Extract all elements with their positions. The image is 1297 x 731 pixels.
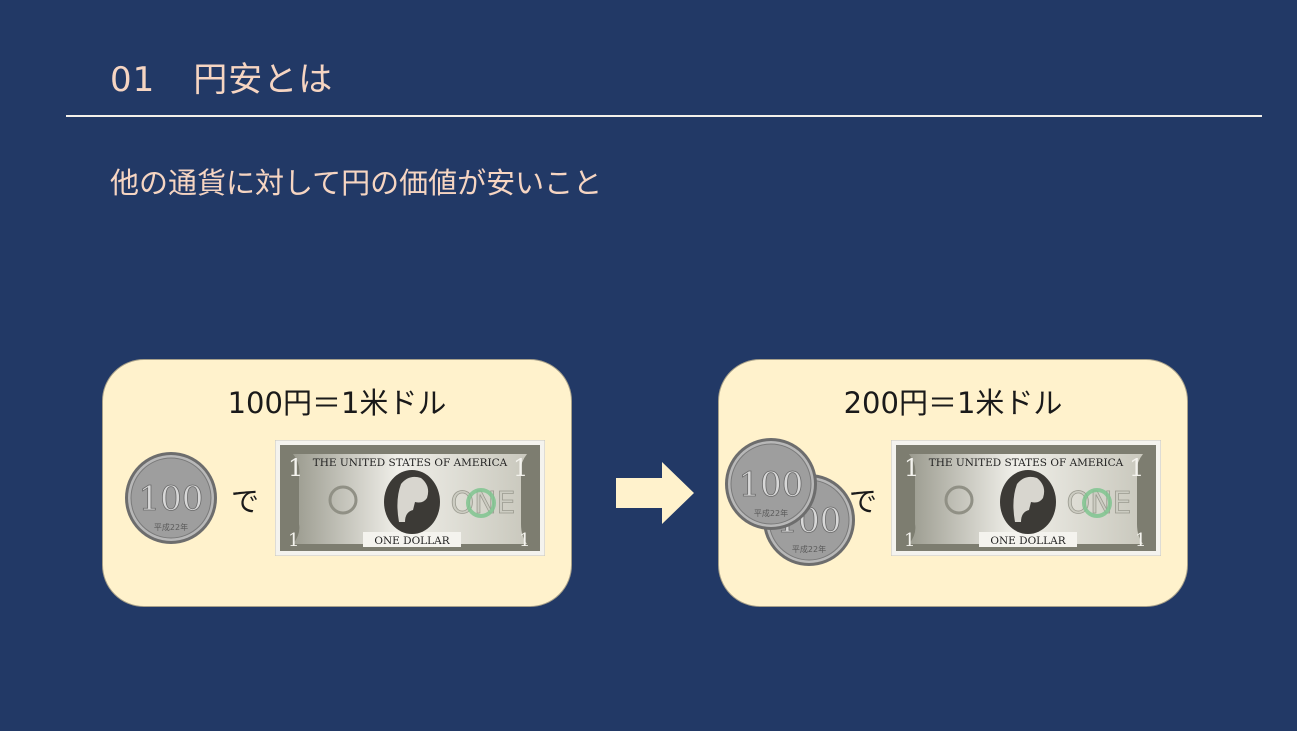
- connector-de-right: で: [849, 485, 878, 518]
- slide-title-text: 円安とは: [193, 60, 334, 100]
- dollar-bill-right: THE UNITED STATES OF AMERICA ONE DOLLAR …: [891, 440, 1161, 556]
- dollar-bill: THE UNITED STATES OF AMERICA ONE DOLLAR …: [275, 440, 545, 556]
- bill-right-corner-br: 1: [1135, 530, 1146, 551]
- bill-right-top-text: THE UNITED STATES OF AMERICA: [929, 457, 1124, 469]
- yen-coin: 100 平成22年: [125, 452, 217, 544]
- bill-corner-bl: 1: [288, 530, 299, 551]
- coin-back-era-text: 平成22年: [792, 544, 826, 554]
- bill-right-bottom-text: ONE DOLLAR: [990, 535, 1066, 547]
- coin-era-text: 平成22年: [154, 522, 188, 532]
- slide-subtitle: 他の通貨に対して円の価値が安いこと: [110, 166, 603, 200]
- card-after: 200円＝1米ドル 100 平成22年 100 平成22年 で: [718, 359, 1188, 607]
- card-before-label: 100円＝1米ドル: [227, 386, 447, 420]
- card-before: 100円＝1米ドル 100 平成22年 で THE UNITED STATES …: [102, 359, 572, 607]
- right-arrow-icon: [616, 462, 694, 524]
- card-after-label: 200円＝1米ドル: [843, 386, 1063, 420]
- bill-corner-br: 1: [519, 530, 530, 551]
- bill-corner-tr: 1: [513, 454, 528, 482]
- bill-top-text: THE UNITED STATES OF AMERICA: [313, 457, 508, 469]
- bill-corner-tl: 1: [288, 454, 303, 482]
- slide-number: 01: [110, 60, 156, 100]
- yen-coin-front: 100 平成22年: [725, 438, 817, 530]
- title-divider: [66, 115, 1262, 117]
- coin-front-value-text: 100: [739, 465, 804, 505]
- coin-value-text: 100: [139, 479, 204, 519]
- connector-de: で: [231, 485, 260, 518]
- bill-right-corner-bl: 1: [904, 530, 915, 551]
- bill-right-corner-tl: 1: [904, 454, 919, 482]
- bill-right-corner-tr: 1: [1129, 454, 1144, 482]
- coin-front-era-text: 平成22年: [754, 508, 788, 518]
- bill-bottom-text: ONE DOLLAR: [374, 535, 450, 547]
- slide-title: 01 円安とは: [110, 52, 333, 101]
